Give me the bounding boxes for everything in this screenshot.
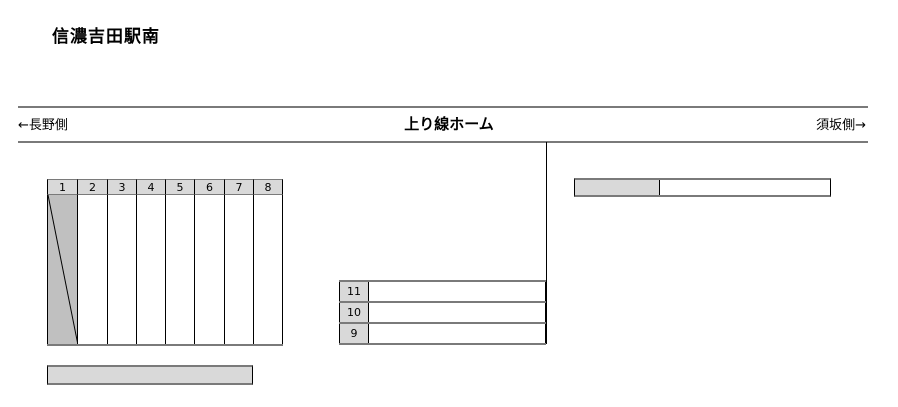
track-number: 11 <box>339 282 369 301</box>
right-bar-fill <box>575 180 660 195</box>
track-number: 10 <box>339 303 369 322</box>
car-cell-1 <box>47 195 78 345</box>
track-rows-bottom-rule <box>339 343 546 345</box>
track-row: 10 <box>339 301 546 322</box>
track-row: 11 <box>339 280 546 301</box>
car-grid: 1 2 3 4 5 6 7 8 <box>47 179 283 346</box>
divider-vertical-line <box>546 142 547 344</box>
car-header-5: 5 <box>165 179 194 195</box>
car-cell-3 <box>107 195 136 345</box>
car-header-1: 1 <box>47 179 77 195</box>
car-header-3: 3 <box>107 179 136 195</box>
track-cell <box>369 303 546 322</box>
car-cell-2 <box>77 195 107 345</box>
header-bottom-rule <box>18 141 868 143</box>
car-header-7: 7 <box>224 179 253 195</box>
car-header-8: 8 <box>253 179 283 195</box>
car-cell-5 <box>165 195 194 345</box>
track-number: 9 <box>339 324 369 343</box>
car-cell-8 <box>253 195 283 345</box>
car-cell-4 <box>136 195 165 345</box>
right-progress-bar <box>574 178 831 197</box>
direction-left-label: ←長野側 <box>18 118 68 133</box>
bottom-gray-bar <box>47 365 253 385</box>
platform-name: 上り線ホーム <box>404 115 494 133</box>
page-title: 信濃吉田駅南 <box>52 27 160 47</box>
car-header-2: 2 <box>77 179 107 195</box>
track-rows: 11 10 9 <box>339 280 546 345</box>
diagonal-line-icon <box>48 195 78 345</box>
car-cell-6 <box>194 195 224 345</box>
car-cell-7 <box>224 195 253 345</box>
track-cell <box>369 324 546 343</box>
car-header-4: 4 <box>136 179 165 195</box>
track-row: 9 <box>339 322 546 343</box>
car-grid-bottom-rule <box>47 344 283 346</box>
header-top-rule <box>18 106 868 108</box>
car-header-6: 6 <box>194 179 224 195</box>
direction-right-label: 須坂側→ <box>816 118 866 133</box>
track-cell <box>369 282 546 301</box>
